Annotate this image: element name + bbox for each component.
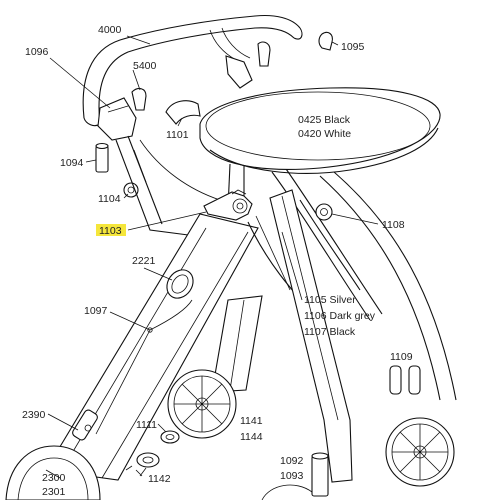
bracket-1101 [165, 100, 201, 125]
clip-1095 [318, 31, 333, 51]
frame-label-silver: 1105 Silver [304, 294, 356, 306]
caps-1109 [389, 365, 421, 395]
label-2221: 2221 [132, 255, 156, 267]
label-1142: 1142 [148, 473, 171, 485]
label-1093: 1093 [280, 470, 304, 482]
label-1111: 1111 [136, 419, 157, 431]
rear-wheel-left [5, 445, 101, 500]
label-1096: 1096 [25, 46, 49, 58]
label-1109: 1109 [390, 351, 413, 363]
label-1101: 1101 [166, 129, 189, 141]
tube-1092 [311, 452, 329, 497]
highlight-1103-label [96, 224, 126, 236]
cable-anchor [147, 327, 153, 333]
cable-1097 [95, 299, 193, 435]
seat-tray [199, 87, 441, 174]
cap-2221 [166, 269, 194, 299]
lock-2390 [72, 409, 98, 441]
seat-label-black: 0425 Black [298, 114, 351, 126]
part-1103-highlighted [203, 189, 253, 221]
label-1097: 1097 [84, 305, 108, 317]
label-1094: 1094 [60, 157, 84, 169]
handle-grip [97, 97, 137, 141]
brake-lever [225, 41, 271, 89]
label-1104: 1104 [98, 193, 121, 205]
labels: 4000 1096 5400 1095 1101 0425 Black 0420… [22, 24, 413, 498]
label-1095: 1095 [341, 41, 365, 53]
frame-1105 [269, 189, 353, 483]
label-4000: 4000 [98, 24, 122, 36]
clip-5400 [131, 87, 147, 111]
washer-1111 [160, 430, 180, 444]
seat-label-white: 0420 White [298, 128, 351, 140]
bolt-1108 [315, 203, 333, 221]
wheel-partial-bottom [261, 484, 313, 500]
label-5400: 5400 [133, 60, 157, 72]
label-2300: 2300 [42, 472, 66, 484]
rear-frame [115, 135, 197, 237]
frame-label-darkgrey: 1106 Dark grey [304, 310, 376, 322]
front-wheel-center [167, 369, 237, 439]
center-column [211, 295, 263, 393]
label-1141: 1141 [240, 415, 263, 427]
label-2301: 2301 [42, 486, 66, 498]
frame-label-black: 1107 Black [304, 326, 356, 338]
front-wheel-right [385, 417, 455, 487]
label-1092: 1092 [280, 455, 304, 467]
label-2390: 2390 [22, 409, 46, 421]
handlebar-4000 [82, 14, 303, 127]
leader-lines [45, 35, 379, 479]
label-1144: 1144 [240, 431, 263, 443]
seat-support [227, 163, 457, 401]
label-1108: 1108 [382, 219, 405, 231]
label-1103: 1103 [99, 225, 122, 237]
hub-1142 [125, 452, 160, 477]
tube-1094 [95, 142, 109, 173]
knob-1104 [123, 182, 139, 198]
brake-cable [139, 139, 221, 201]
